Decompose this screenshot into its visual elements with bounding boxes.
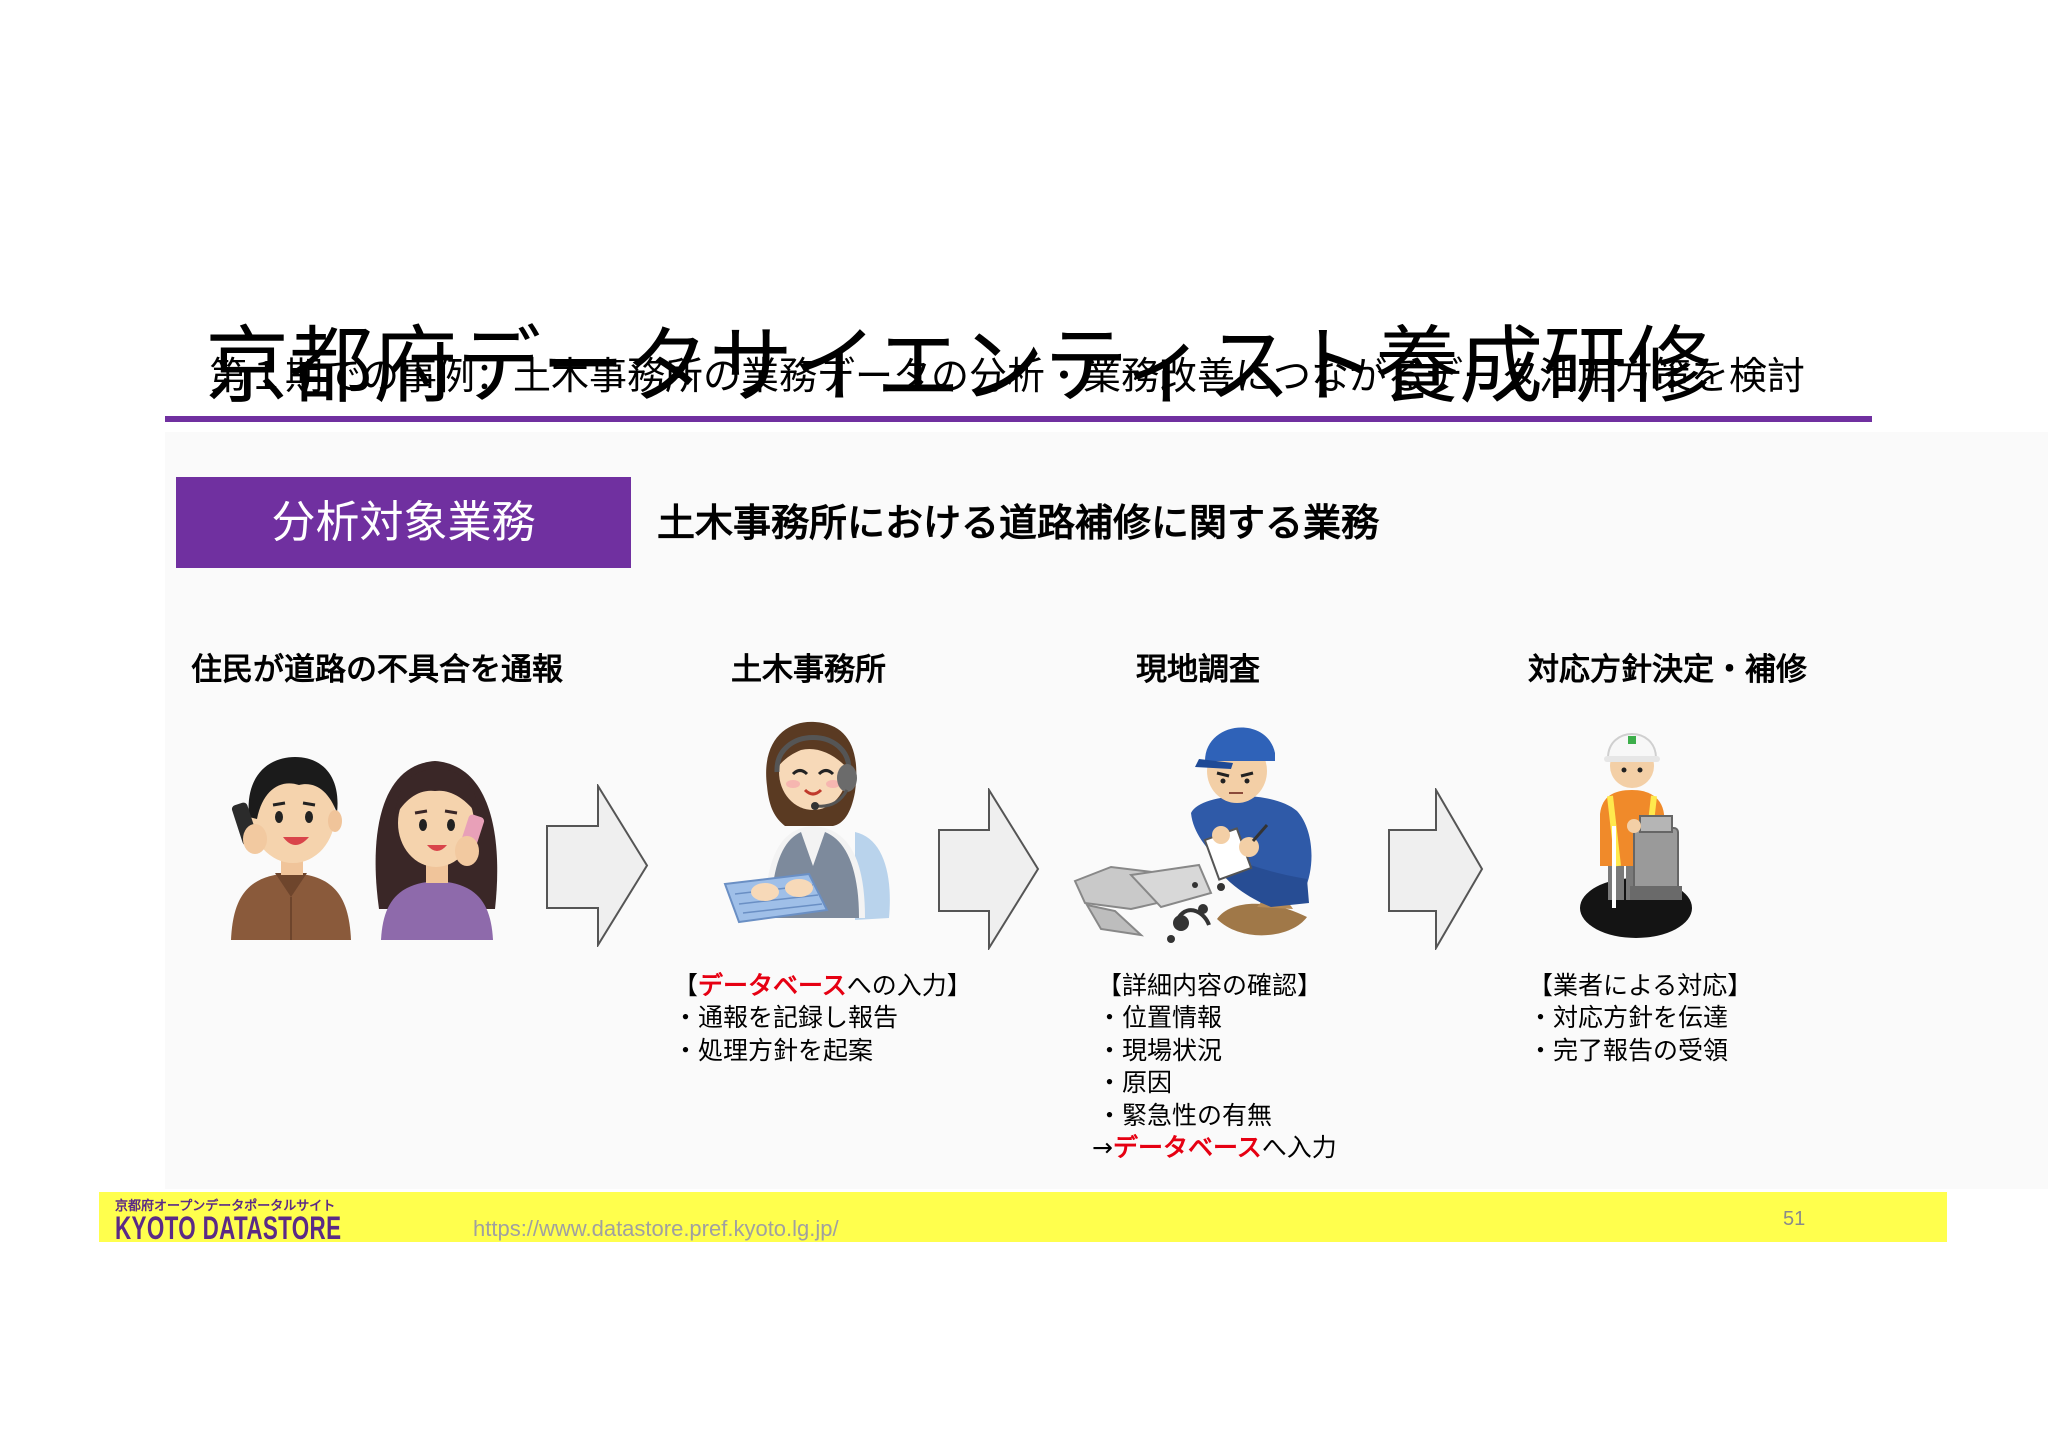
detail-item: ・位置情報: [1097, 1003, 1223, 1033]
man-figure: [231, 757, 351, 940]
right-arrow-icon: [938, 788, 1040, 950]
right-arrow-icon: [546, 784, 649, 947]
heading-text: 【: [673, 971, 699, 1000]
step-title: 対応方針決定・補修: [1528, 652, 1807, 688]
arrow-glyph: →: [1092, 1133, 1113, 1163]
step-title: 現地調査: [1136, 652, 1260, 688]
step-title: 土木事務所: [731, 652, 886, 688]
road-inspector-drawing: [1073, 727, 1312, 943]
database-highlight: データベース: [1112, 1133, 1262, 1163]
analysis-target-label: 分析対象業務: [176, 477, 631, 568]
slide-title: 京都府データサイエンティスト養成研修: [205, 317, 1712, 416]
residents-phone-illustration: [229, 745, 504, 940]
analysis-target-description: 土木事務所における道路補修に関する業務: [657, 501, 1380, 545]
detail-item: ・現場状況: [1097, 1035, 1223, 1065]
details-heading: 【詳細内容の確認】: [1097, 971, 1323, 1000]
detail-confirmation-details: 【詳細内容の確認】 ・位置情報 ・現場状況 ・原因 ・緊急性の有無 →データベー…: [1092, 970, 1337, 1164]
detail-item: ・原因: [1097, 1068, 1173, 1098]
repair-worker-drawing: [1580, 733, 1692, 938]
detail-item: ・緊急性の有無: [1097, 1100, 1273, 1130]
heading-text: への入力】: [846, 971, 972, 1000]
repair-worker-illustration: [1574, 716, 1694, 941]
detail-item: ・通報を記録し報告: [673, 1003, 899, 1033]
call-operator-drawing: [723, 721, 890, 924]
road-inspector-illustration: [1071, 701, 1321, 956]
details-heading: 【業者による対応】: [1528, 971, 1753, 1000]
kyoto-datastore-logo: KYOTO DATASTORE: [115, 1210, 342, 1246]
title-divider: [165, 416, 1872, 422]
asphalt-debris: [1073, 863, 1307, 943]
detail-item: ・完了報告の受領: [1528, 1035, 1729, 1065]
headset-icon: [774, 735, 857, 810]
contractor-response-details: 【業者による対応】 ・対応方針を伝達 ・完了報告の受領: [1528, 970, 1752, 1067]
helmet-icon: [1606, 733, 1658, 759]
logo-caption: 京都府オープンデータポータルサイト: [115, 1199, 336, 1214]
page-number: 51: [1783, 1208, 1806, 1230]
call-operator-illustration: [705, 714, 895, 929]
compactor-machine: [1630, 815, 1682, 900]
details-heading: 【データベースへの入力】: [673, 970, 972, 1002]
detail-item: ・処理方針を起案: [673, 1035, 874, 1065]
right-arrow-icon: [1388, 788, 1484, 950]
cap-icon: [1205, 727, 1275, 761]
footer-url[interactable]: https://www.datastore.pref.kyoto.lg.jp/: [473, 1216, 839, 1241]
detail-item: ・対応方針を伝達: [1528, 1003, 1729, 1033]
slide-subtitle: 第１期での事例：土木事務所の業務データの分析・業務改善につながるデータ活用方策を…: [209, 354, 1806, 398]
database-input-note: →データベースへ入力: [1092, 1132, 1337, 1164]
database-highlight: データベース: [698, 971, 847, 1000]
note-text: へ入力: [1261, 1133, 1337, 1163]
woman-figure: [375, 761, 498, 940]
step-title: 住民が道路の不具合を通報: [191, 652, 563, 688]
footer-bar: [99, 1192, 1947, 1242]
residents-phone-drawing: [231, 757, 498, 940]
database-input-details: 【データベースへの入力】 ・通報を記録し報告 ・処理方針を起案: [673, 970, 972, 1067]
